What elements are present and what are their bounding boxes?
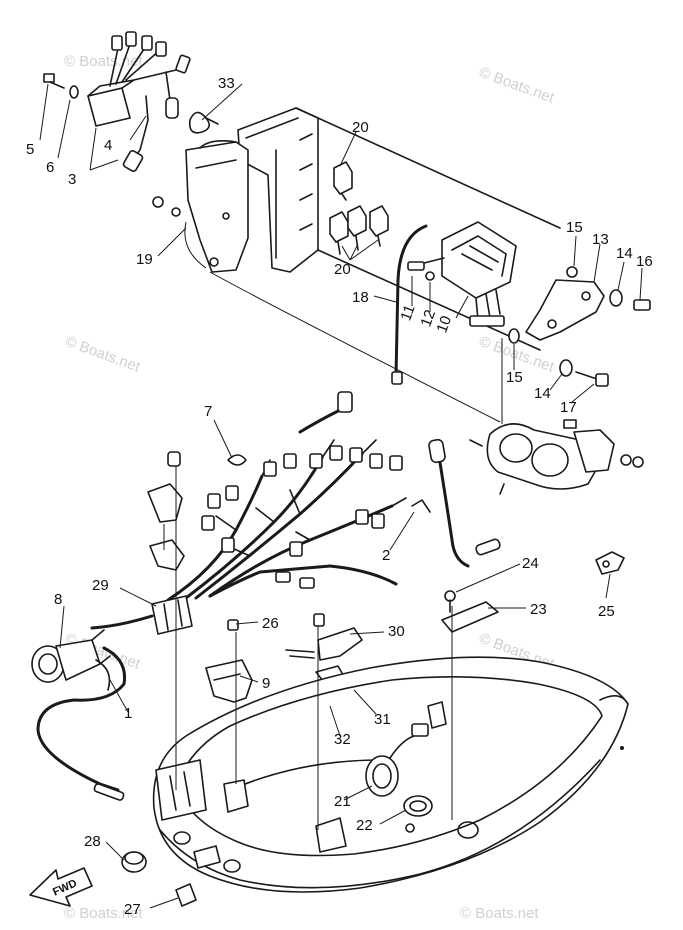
callout-9: 9 bbox=[262, 675, 270, 692]
clamp-33 bbox=[188, 111, 219, 134]
assembly-guide-lines bbox=[184, 221, 503, 424]
watermark-3: © Boats.net bbox=[63, 333, 143, 376]
harness-holders bbox=[147, 451, 185, 571]
callout-8: 8 bbox=[54, 591, 62, 608]
grommet-21 bbox=[365, 701, 447, 797]
callout-3: 3 bbox=[68, 171, 76, 188]
callout-7: 7 bbox=[204, 403, 212, 420]
main-connector bbox=[31, 629, 127, 801]
watermark-1: © Boats.net bbox=[64, 53, 143, 70]
callout-labels: 1 2 3 4 5 6 7 8 9 10 11 12 13 14 14 15 1… bbox=[26, 75, 653, 918]
clip-25 bbox=[595, 551, 625, 575]
callout-14b: 14 bbox=[534, 385, 551, 402]
grommet-27 bbox=[175, 883, 197, 907]
grommet-29 bbox=[90, 595, 193, 635]
callout-20a: 20 bbox=[352, 119, 369, 136]
callout-24: 24 bbox=[522, 555, 539, 572]
callout-10: 10 bbox=[433, 314, 455, 335]
callout-20b: 20 bbox=[334, 261, 351, 278]
callout-15b: 15 bbox=[506, 369, 523, 386]
callout-17: 17 bbox=[560, 399, 577, 416]
callout-22: 22 bbox=[356, 817, 373, 834]
callout-14a: 14 bbox=[616, 245, 633, 262]
callout-32: 32 bbox=[334, 731, 351, 748]
callout-33: 33 bbox=[218, 75, 235, 92]
clamp-23 bbox=[441, 590, 499, 633]
callout-11: 11 bbox=[397, 303, 418, 323]
watermark-2: © Boats.net bbox=[477, 64, 557, 107]
callout-25: 25 bbox=[598, 603, 615, 620]
callout-2: 2 bbox=[382, 547, 390, 564]
callout-19: 19 bbox=[136, 251, 153, 268]
callout-15a: 15 bbox=[566, 219, 583, 236]
bracket-30 bbox=[285, 613, 363, 661]
grommet-22 bbox=[403, 795, 433, 817]
callout-1: 1 bbox=[124, 705, 132, 722]
bolt-guide-lines bbox=[163, 466, 453, 830]
callout-leaders bbox=[39, 83, 643, 909]
watermark-7: © Boats.net bbox=[64, 905, 143, 922]
cover-plate bbox=[185, 140, 249, 273]
callout-16: 16 bbox=[636, 253, 653, 270]
callout-5: 5 bbox=[26, 141, 34, 158]
callout-4: 4 bbox=[104, 137, 112, 154]
rectifier-unit bbox=[87, 31, 191, 172]
plug-28 bbox=[121, 851, 147, 873]
electrical-bracket-plate bbox=[237, 107, 561, 351]
lead-wire-18 bbox=[391, 224, 435, 385]
starter-assembly bbox=[469, 419, 644, 495]
callout-28: 28 bbox=[84, 833, 101, 850]
wire-harness bbox=[166, 391, 407, 602]
bracket-9 bbox=[205, 619, 253, 703]
clip-7 bbox=[227, 454, 247, 466]
bolts-14-17 bbox=[152, 196, 651, 387]
callout-21: 21 bbox=[334, 793, 351, 810]
callout-31: 31 bbox=[374, 711, 391, 728]
relay-unit bbox=[419, 221, 605, 341]
callout-29: 29 bbox=[92, 577, 109, 594]
callout-6: 6 bbox=[46, 159, 54, 176]
callout-26: 26 bbox=[262, 615, 279, 632]
callout-27: 27 bbox=[124, 901, 141, 918]
callout-13: 13 bbox=[592, 231, 609, 248]
callout-23: 23 bbox=[530, 601, 547, 618]
fwd-arrow: FWD bbox=[29, 867, 93, 907]
callout-18: 18 bbox=[352, 289, 369, 306]
bolt-5 bbox=[43, 73, 79, 99]
watermark-8: © Boats.net bbox=[460, 905, 539, 922]
callout-30: 30 bbox=[388, 623, 405, 640]
spark-cable bbox=[411, 438, 501, 568]
callout-12: 12 bbox=[417, 308, 439, 329]
connectors-20 bbox=[329, 161, 389, 255]
